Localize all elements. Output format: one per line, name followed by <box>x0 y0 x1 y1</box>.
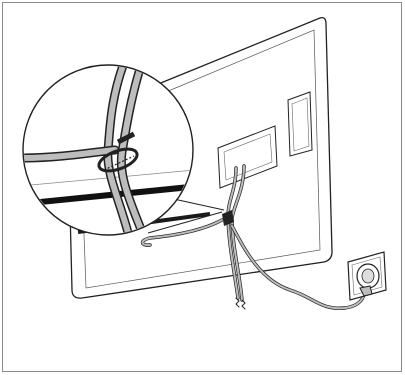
vent-panel <box>288 92 312 156</box>
